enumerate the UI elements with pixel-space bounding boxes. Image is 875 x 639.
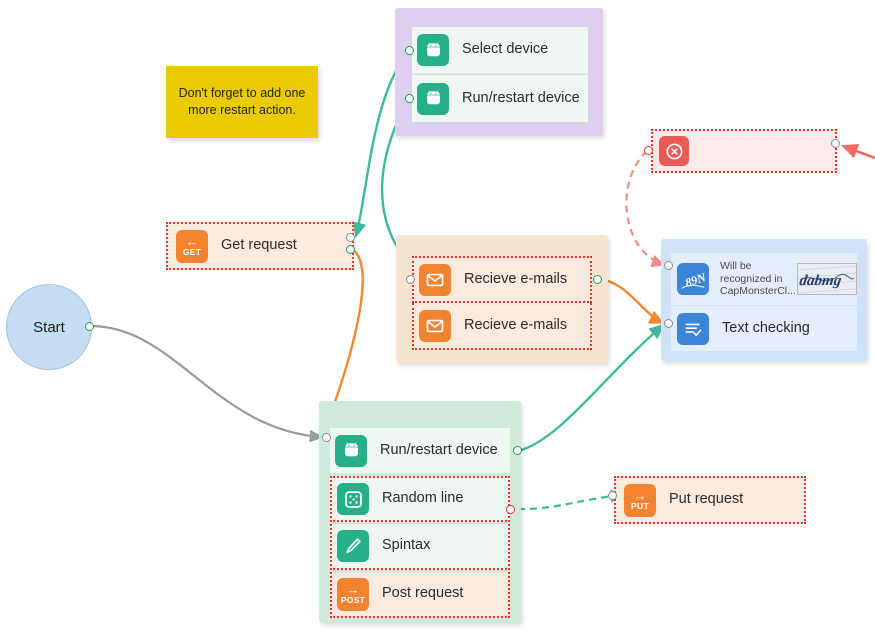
node-label-run-restart-device-bottom: Run/restart device: [380, 441, 498, 458]
recieve-emails-1-input-port[interactable]: [406, 275, 415, 284]
get-request-input-port[interactable]: [346, 233, 355, 242]
http-post-icon: → POST: [337, 577, 369, 611]
select-device-input-port[interactable]: [405, 46, 414, 55]
node-label-recieve-emails-2: Recieve e-mails: [464, 316, 568, 333]
android-icon: [335, 434, 367, 467]
node-label-spintax: Spintax: [382, 537, 431, 554]
post-label-glyph: POST: [340, 594, 366, 605]
edge-incoming-to-error-node: [841, 144, 875, 160]
put-arrow-glyph: →: [633, 487, 647, 503]
http-put-icon: → PUT: [624, 483, 656, 517]
android-icon: [417, 34, 449, 66]
node-error[interactable]: [651, 129, 837, 173]
start-label: Start: [33, 318, 65, 336]
pencil-icon: [337, 530, 369, 562]
post-arrow-glyph: →: [346, 581, 360, 597]
dice-icon: [337, 483, 369, 515]
node-text-checking[interactable]: Text checking: [671, 306, 857, 351]
node-label-get-request: Get request: [221, 237, 297, 254]
capmonster-input-port[interactable]: [664, 261, 673, 270]
checklist-icon: [677, 312, 709, 345]
capmonster-line-3: CapMonsterCl...: [720, 285, 796, 298]
sticky-note[interactable]: Don't forget to add one more restart act…: [166, 66, 318, 138]
edge-random-line-to-put-request: [517, 489, 625, 511]
http-get-icon: ← GET: [176, 229, 208, 263]
node-recieve-emails-2[interactable]: Recieve e-mails: [412, 303, 592, 350]
node-recieve-emails-1[interactable]: Recieve e-mails: [412, 256, 592, 303]
error-node-input-port[interactable]: [831, 139, 840, 148]
node-run-restart-device-bottom[interactable]: Run/restart device: [330, 428, 510, 473]
svg-text:89N: 89N: [683, 270, 708, 290]
circle-x-icon: [659, 136, 689, 166]
run-restart-device-bottom-output-port[interactable]: [513, 446, 522, 455]
put-request-input-port[interactable]: [608, 491, 617, 500]
text-checking-input-port[interactable]: [664, 319, 673, 328]
captcha-image: dabmg: [797, 263, 857, 295]
run-restart-device-top-input-port[interactable]: [405, 94, 414, 103]
node-put-request[interactable]: → PUT Put request: [614, 476, 806, 524]
recieve-emails-1-output-port[interactable]: [593, 275, 602, 284]
node-run-restart-device-top[interactable]: Run/restart device: [412, 75, 588, 122]
get-label-glyph: GET: [182, 246, 202, 257]
node-get-request[interactable]: ← GET Get request: [166, 222, 354, 270]
run-restart-device-bottom-input-port[interactable]: [322, 433, 331, 442]
start-node[interactable]: Start: [6, 284, 92, 370]
node-label-run-restart-device-top: Run/restart device: [462, 89, 580, 106]
get-request-output-port[interactable]: [346, 245, 355, 254]
svg-text:dabmg: dabmg: [798, 273, 842, 289]
android-icon: [417, 82, 449, 115]
capmonster-line-2: recognized in: [720, 272, 783, 285]
node-label-text-checking: Text checking: [722, 319, 810, 336]
random-line-output-port[interactable]: [506, 505, 515, 514]
envelope-icon: [419, 263, 451, 296]
edge-start-to-run-restart: [90, 324, 324, 443]
node-post-request[interactable]: → POST Post request: [330, 572, 510, 618]
node-capmonster[interactable]: 89N Will be recognized in CapMonsterCl..…: [671, 253, 857, 305]
start-output-port[interactable]: [85, 322, 94, 331]
put-label-glyph: PUT: [631, 500, 649, 511]
node-label-select-device: Select device: [462, 41, 549, 58]
node-random-line[interactable]: Random line: [330, 476, 510, 522]
node-label-random-line: Random line: [382, 490, 464, 507]
capmonster-line-1: Will be: [720, 259, 752, 272]
node-label-post-request: Post request: [382, 585, 464, 602]
captcha-solver-icon: 89N: [677, 263, 709, 295]
get-arrow-glyph: ←: [185, 233, 199, 249]
node-label-put-request: Put request: [669, 491, 744, 508]
node-label-recieve-emails-1: Recieve e-mails: [464, 270, 568, 287]
error-node-output-port[interactable]: [644, 146, 653, 155]
node-label-capmonster: Will be recognized in CapMonsterCl...: [720, 260, 797, 298]
node-spintax[interactable]: Spintax: [330, 524, 510, 570]
sticky-note-text: Don't forget to add one more restart act…: [178, 86, 306, 117]
envelope-icon: [419, 309, 451, 342]
node-select-device[interactable]: Select device: [412, 27, 588, 74]
